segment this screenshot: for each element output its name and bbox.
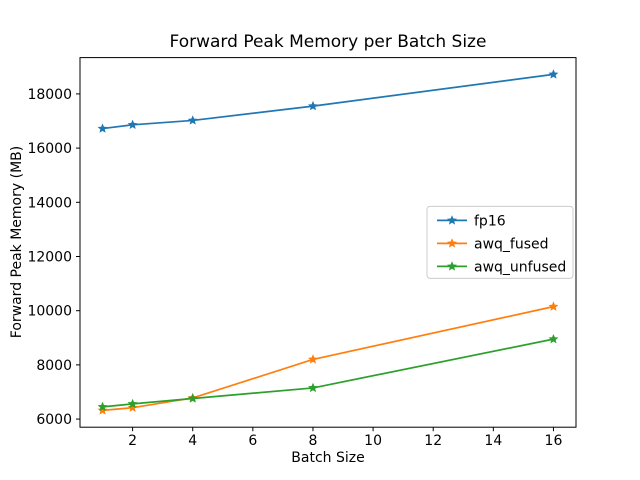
- data-point-marker-awq_fused: [308, 354, 318, 364]
- x-tick-label: 12: [424, 433, 442, 449]
- x-tick-label: 14: [484, 433, 502, 449]
- legend-marker: [447, 261, 457, 271]
- data-point-marker-fp16: [97, 123, 108, 133]
- data-point-marker-fp16: [187, 115, 198, 125]
- x-tick-label: 8: [309, 433, 318, 449]
- data-point-marker-awq_unfused: [127, 398, 138, 409]
- y-tick-label: 12000: [27, 249, 72, 265]
- series-line-awq_unfused: [102, 338, 554, 408]
- data-point-marker-awq_fused: [127, 402, 138, 412]
- legend-marker: [447, 238, 457, 248]
- x-axis-label: Batch Size: [291, 450, 364, 466]
- data-point-marker-fp16: [308, 100, 318, 111]
- chart-title: Forward Peak Memory per Batch Size: [170, 32, 487, 52]
- x-tick-label: 4: [188, 433, 197, 449]
- legend-label: awq_fused: [474, 236, 549, 252]
- data-point-marker-awq_fused: [97, 405, 108, 415]
- data-point-marker-awq_fused: [548, 301, 559, 311]
- y-axis-label: Forward Peak Memory (MB): [9, 146, 25, 338]
- y-tick-label: 16000: [27, 141, 72, 157]
- y-tick-label: 8000: [36, 358, 72, 374]
- plot-border: [79, 57, 577, 428]
- data-point-marker-awq_unfused: [548, 333, 559, 344]
- y-tick-label: 14000: [27, 195, 72, 211]
- x-tick-label: 6: [248, 433, 257, 449]
- y-tick-label: 18000: [27, 87, 72, 103]
- data-point-marker-awq_unfused: [97, 401, 108, 412]
- x-tick-label: 2: [128, 433, 137, 449]
- x-tick-label: 16: [545, 433, 563, 449]
- y-tick-label: 10000: [27, 304, 72, 320]
- legend-marker: [447, 215, 457, 225]
- legend-label: fp16: [474, 213, 506, 229]
- data-point-marker-awq_unfused: [187, 393, 198, 403]
- series-line-fp16: [102, 73, 554, 130]
- data-point-marker-awq_unfused: [308, 382, 318, 393]
- y-tick-label: 6000: [36, 412, 72, 428]
- x-tick-label: 10: [364, 433, 382, 449]
- legend-label: awq_unfused: [474, 259, 566, 275]
- data-point-marker-fp16: [548, 69, 559, 79]
- legend-box: [426, 205, 574, 279]
- plot-area: 2 4 6 8 10 12 14 16 6000 8000 10000 12000 14000 16000…: [27, 57, 577, 449]
- series-line-awq_fused: [102, 305, 554, 412]
- data-point-marker-fp16: [127, 119, 138, 130]
